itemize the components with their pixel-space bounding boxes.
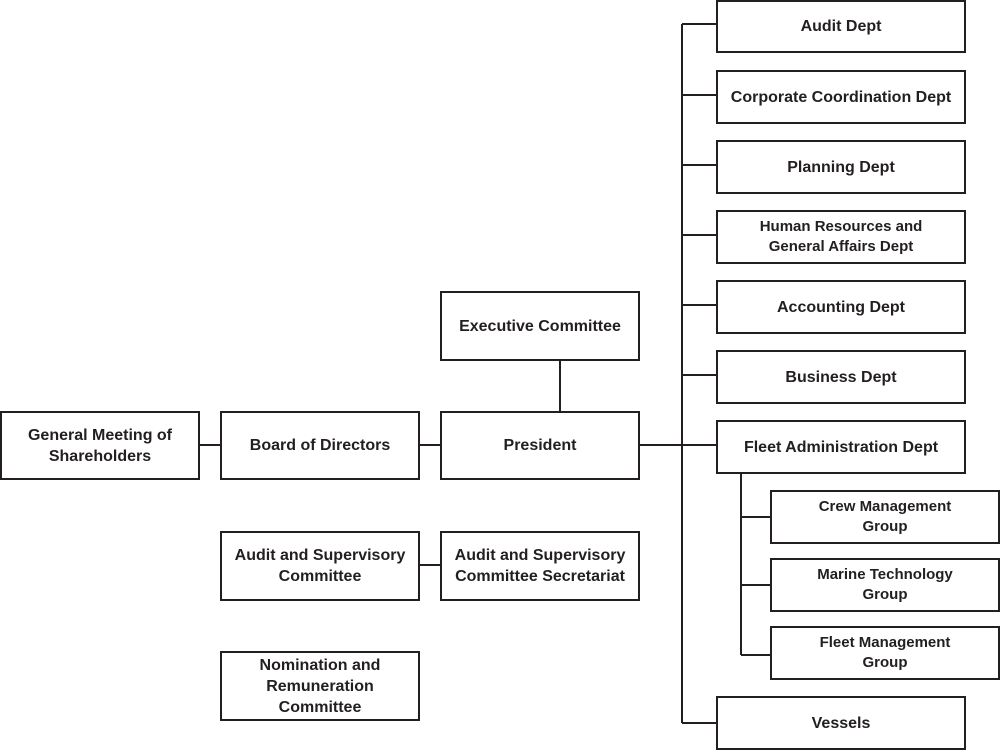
fleet-management-group-label: Fleet Management Group (819, 634, 951, 671)
accounting-dept-label: Accounting Dept (777, 298, 905, 316)
fleet-management-group-box: Fleet Management Group (770, 626, 1000, 680)
board-of-directors-label: Board of Directors (249, 437, 391, 454)
marine-technology-group-box: Marine Technology Group (770, 558, 1000, 612)
fleet-administration-dept-box: Fleet Administration Dept (716, 420, 966, 474)
general-meeting-label: General Meeting of Shareholders (27, 426, 173, 465)
business-dept-label: Business Dept (785, 368, 897, 386)
human-resources-dept-box: Human Resources and General Affairs Dept (716, 210, 966, 264)
audit-supervisory-committee-label: Audit and Supervisory Committee (234, 547, 406, 585)
vessels-label: Vessels (811, 714, 871, 732)
accounting-dept-box: Accounting Dept (716, 280, 966, 334)
president-box: President (440, 411, 640, 480)
audit-supervisory-secretariat-label: Audit and Supervisory Committee Secretar… (454, 547, 626, 585)
planning-dept-box: Planning Dept (716, 140, 966, 194)
audit-dept-box: Audit Dept (716, 0, 966, 53)
crew-management-group-label: Crew Management Group (818, 498, 952, 535)
planning-dept-label: Planning Dept (787, 158, 895, 176)
general-meeting-box: General Meeting of Shareholders (0, 411, 200, 480)
audit-dept-label: Audit Dept (800, 18, 882, 35)
business-dept-box: Business Dept (716, 350, 966, 404)
corporate-coordination-dept-box: Corporate Coordination Dept (716, 70, 966, 124)
executive-committee-label: Executive Committee (459, 317, 621, 335)
executive-committee-box: Executive Committee (440, 291, 640, 361)
crew-management-group-box: Crew Management Group (770, 490, 1000, 544)
vessels-box: Vessels (716, 696, 966, 750)
president-label: President (503, 437, 577, 454)
marine-technology-group-label: Marine Technology Group (817, 566, 953, 603)
corporate-coordination-dept-label: Corporate Coordination Dept (730, 88, 952, 106)
board-of-directors-box: Board of Directors (220, 411, 420, 480)
fleet-administration-dept-label: Fleet Administration Dept (743, 438, 939, 456)
nomination-remuneration-label: Nomination and Remuneration Committee (259, 656, 381, 716)
audit-supervisory-committee-box: Audit and Supervisory Committee (220, 531, 420, 601)
audit-supervisory-secretariat-box: Audit and Supervisory Committee Secretar… (440, 531, 640, 601)
human-resources-dept-label: Human Resources and General Affairs Dept (759, 218, 923, 255)
nomination-remuneration-box: Nomination and Remuneration Committee (220, 651, 420, 721)
